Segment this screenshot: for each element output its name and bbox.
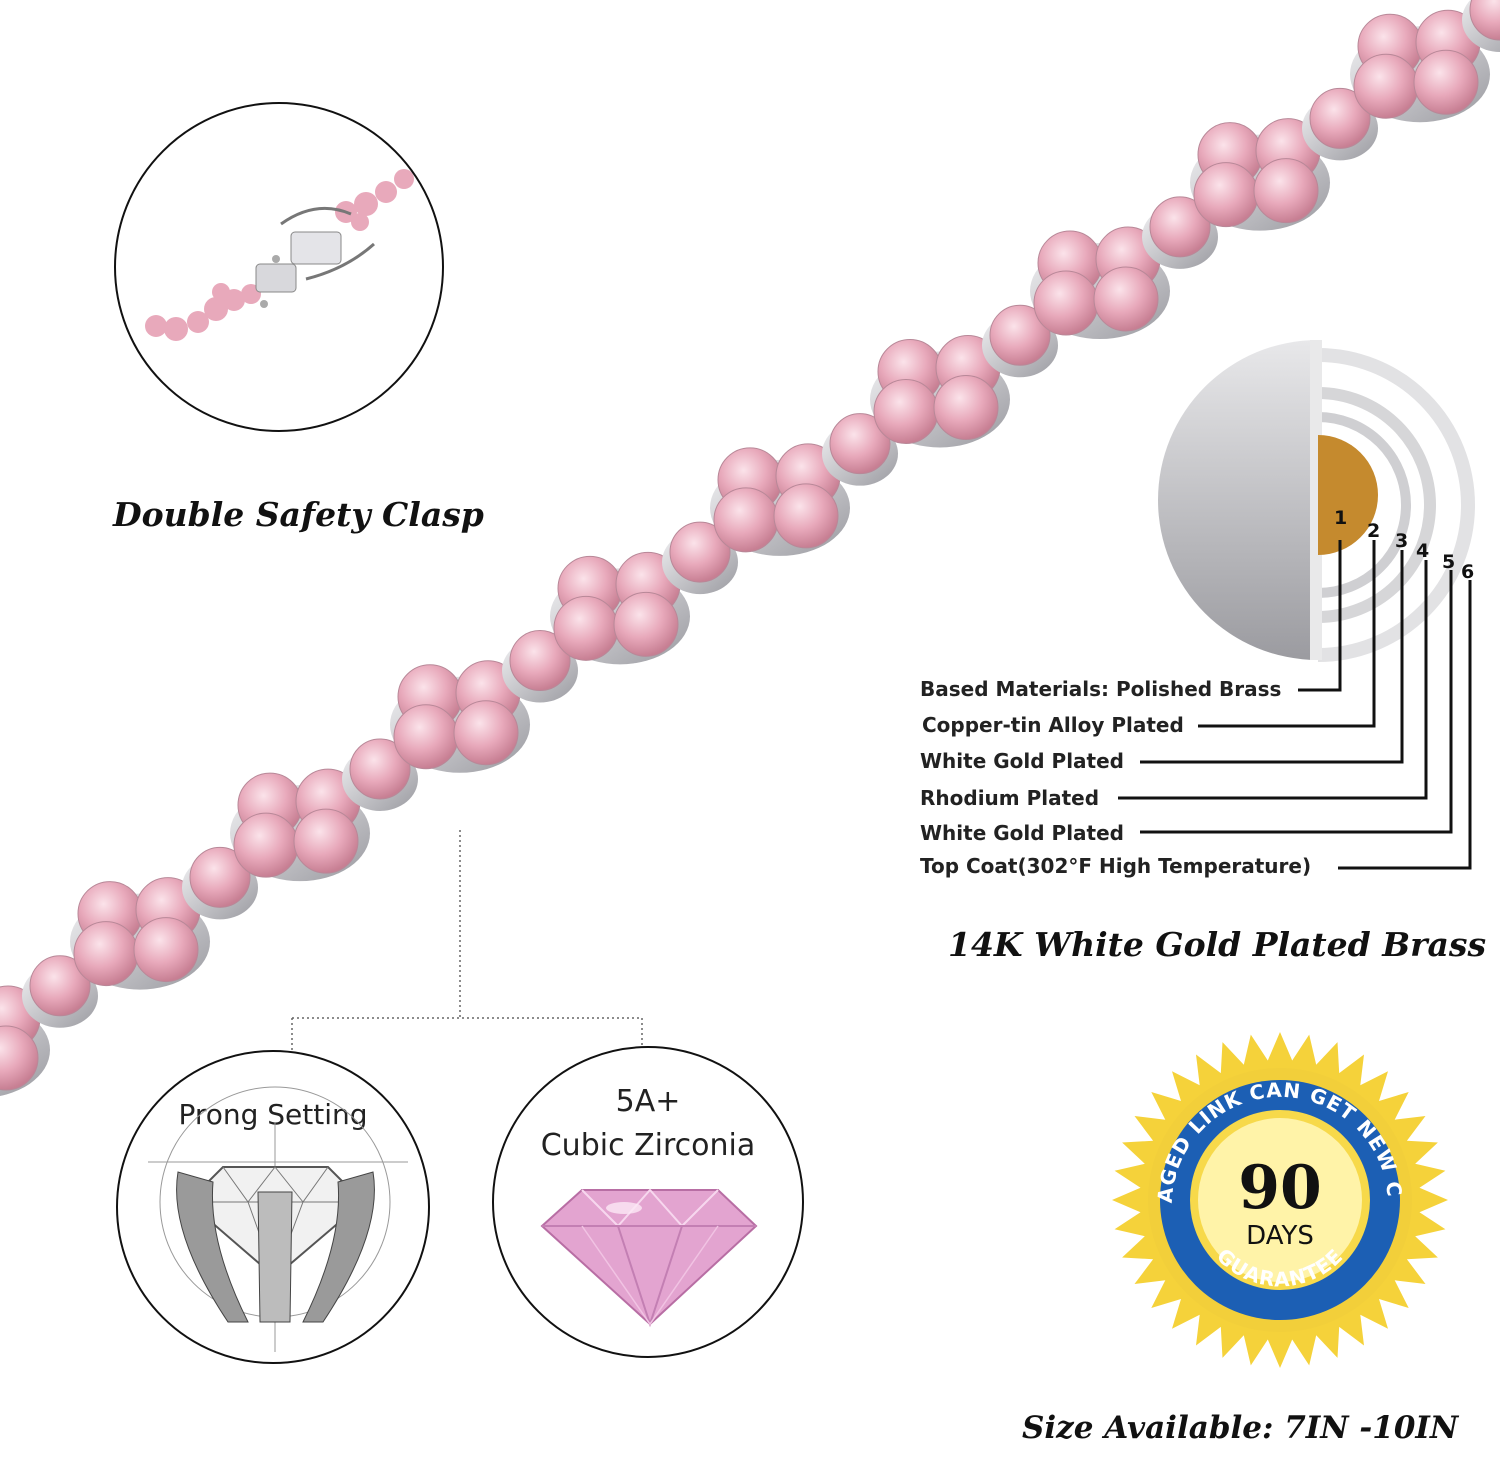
pink-stone: [1093, 266, 1159, 332]
pink-stone: [1469, 0, 1500, 41]
layer-label-2: Copper-tin Alloy Plated: [922, 713, 1184, 737]
layer-number-3: 3: [1395, 530, 1409, 552]
cubic-zirconia-circle: 5A+ Cubic Zirconia: [492, 1046, 804, 1358]
badge-unit: DAYS: [1246, 1221, 1314, 1251]
layer-label-1: Based Materials: Polished Brass: [920, 677, 1282, 701]
layer-label-6: Top Coat(302°F High Temperature): [920, 854, 1312, 878]
prong-setting-label: Prong Setting: [178, 1098, 368, 1131]
pink-stone: [133, 917, 199, 983]
pink-stone: [349, 738, 411, 800]
pink-stone: [1193, 162, 1259, 228]
callout-connector-lines: [291, 830, 643, 1050]
pink-stone: [189, 846, 251, 908]
layer-number-6: 6: [1461, 561, 1475, 583]
pink-stone: [1309, 87, 1371, 149]
layer-number-5: 5: [1442, 551, 1456, 573]
pink-stone: [933, 374, 999, 440]
layer-number-2: 2: [1367, 520, 1381, 542]
badge-number: 90: [1238, 1153, 1322, 1223]
pink-stone: [613, 591, 679, 657]
pink-stone: [1353, 53, 1419, 119]
clasp-callout-circle: [114, 102, 444, 432]
pink-stone: [873, 378, 939, 444]
pink-stone: [1033, 270, 1099, 336]
guarantee-badge: DAMAGED LINK CAN GET NEW CHAIN GUARANTEE…: [1110, 1030, 1448, 1368]
pink-gem-icon: [540, 1188, 758, 1328]
pink-stone: [293, 808, 359, 874]
pink-stone: [1253, 158, 1319, 224]
prong-setting-circle: Prong Setting: [116, 1050, 430, 1364]
pink-stone: [509, 630, 571, 692]
layer-label-4: Rhodium Plated: [920, 786, 1100, 810]
prong-setting-image: [148, 1086, 408, 1352]
layer-number-1: 1: [1334, 507, 1348, 529]
pink-stone: [669, 521, 731, 583]
pink-stone: [829, 413, 891, 475]
brass-title: 14K White Gold Plated Brass: [948, 925, 1487, 964]
stone-grade-label: 5A+: [615, 1084, 681, 1119]
layer-label-3: White Gold Plated: [920, 749, 1124, 773]
clasp-title: Double Safety Clasp: [113, 495, 484, 534]
pink-stone: [1413, 49, 1479, 115]
pink-stone: [453, 700, 519, 766]
pink-stone: [773, 483, 839, 549]
plating-layers-diagram: [1158, 340, 1475, 662]
pink-stone: [29, 955, 91, 1017]
pink-stone: [553, 595, 619, 661]
layer-label-5: White Gold Plated: [920, 821, 1124, 845]
pink-stone: [1149, 196, 1211, 258]
layer-number-4: 4: [1416, 540, 1430, 562]
pink-stone: [393, 704, 459, 770]
pink-stone: [713, 487, 779, 553]
stone-name-label: Cubic Zirconia: [540, 1128, 756, 1163]
pink-stone: [73, 921, 139, 987]
layer-leader-lines: [1118, 540, 1472, 870]
clasp-image: [145, 160, 430, 341]
pink-stone: [989, 304, 1051, 366]
size-title: Size Available: 7IN -10IN: [1022, 1410, 1459, 1446]
pink-stone: [0, 1025, 39, 1091]
